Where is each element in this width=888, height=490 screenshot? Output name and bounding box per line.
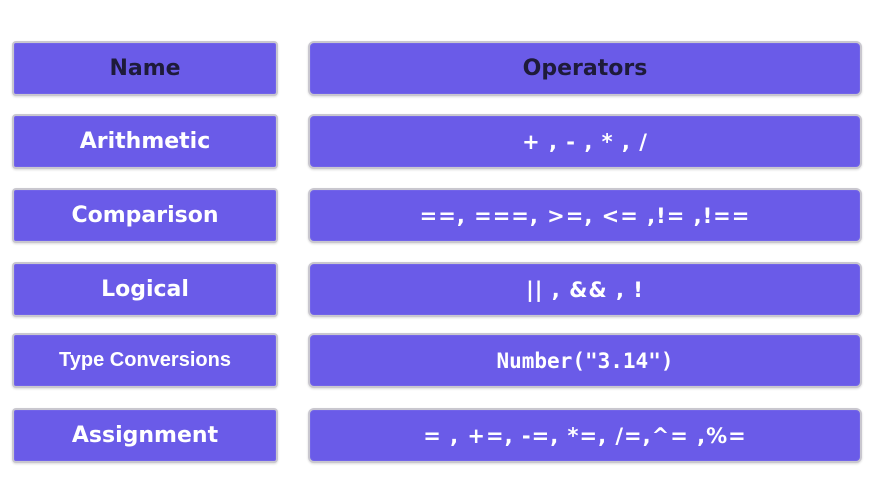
row-assignment-name: Assignment [12, 408, 278, 463]
row-logical-name: Logical [12, 262, 278, 317]
row-comparison-operators: ==, ===, >=, <= ,!= ,!== [308, 188, 862, 243]
row-assignment-operators: = , +=, -=, *=, /=,^= ,%= [308, 408, 862, 463]
row-arithmetic-operators: + , - , * , / [308, 114, 862, 169]
row-type-conversions-operators: Number("3.14") [308, 333, 862, 388]
header-name-cell: Name [12, 41, 278, 96]
header-operators-cell: Operators [308, 41, 862, 96]
row-comparison-name: Comparison [12, 188, 278, 243]
row-logical-operators: || , && , ! [308, 262, 862, 317]
row-arithmetic-name: Arithmetic [12, 114, 278, 169]
row-type-conversions-name: Type Conversions [12, 333, 278, 388]
